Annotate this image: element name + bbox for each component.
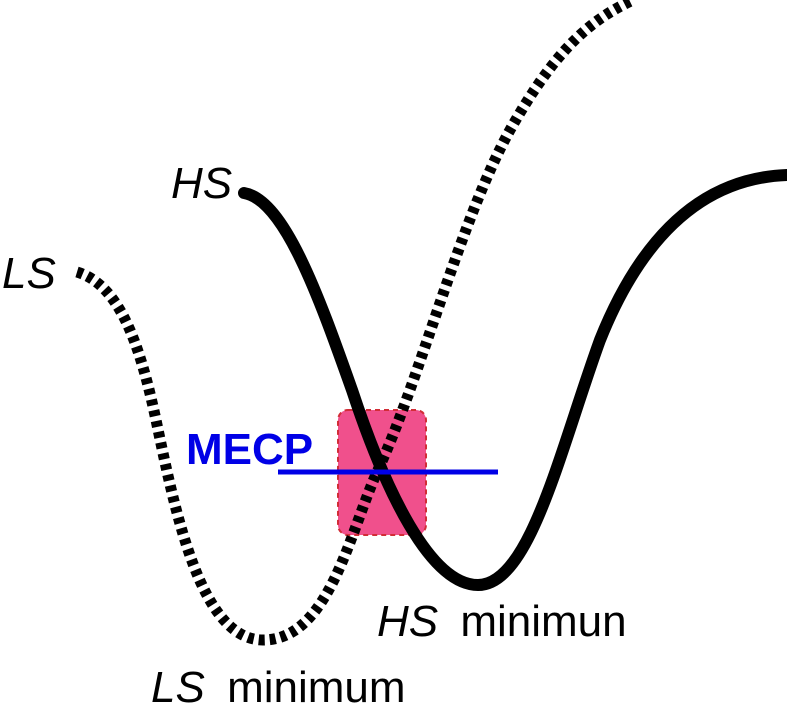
- ls-minimum-prefix: LS: [151, 663, 205, 711]
- ls-curve: [75, 0, 636, 646]
- hs-minimum-suffix: minimun: [460, 597, 626, 646]
- hs-curve: [238, 169, 787, 592]
- hs-curve-label: HS: [171, 159, 232, 208]
- ls-minimum-label: LS minimum: [151, 663, 406, 711]
- ls-curve-label: LS: [2, 249, 56, 298]
- mecp-label: MECP: [186, 425, 313, 474]
- hs-minimum-prefix: HS: [377, 597, 438, 646]
- hs-minimum-label: HS minimun: [377, 597, 627, 646]
- ls-minimum-suffix: minimum: [227, 663, 405, 711]
